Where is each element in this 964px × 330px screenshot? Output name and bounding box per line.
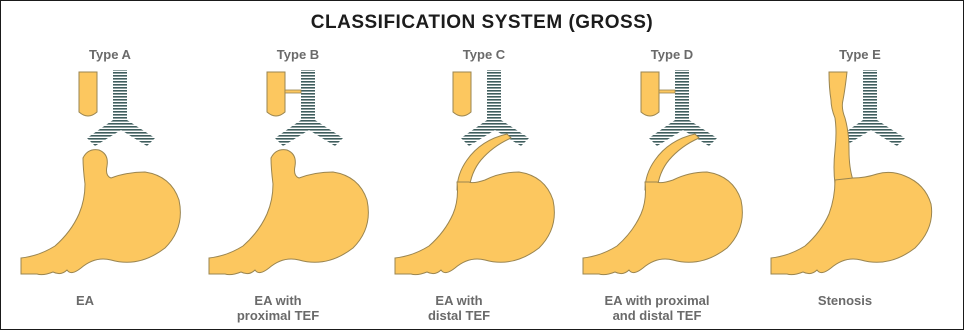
proximal-fistula	[659, 90, 675, 93]
type-b-panel: Type B EA with proximal TEF	[203, 0, 393, 330]
esophagus-with-stenosis	[829, 72, 853, 184]
stomach	[395, 172, 554, 275]
type-d-caption: EA with proximal and distal TEF	[577, 293, 737, 323]
type-b-caption-line-1: EA with	[203, 293, 353, 308]
type-a-panel: Type A EA	[15, 0, 205, 330]
type-b-illustration	[203, 0, 393, 330]
stomach	[209, 150, 368, 275]
stomach	[771, 172, 932, 274]
type-c-illustration	[389, 0, 579, 330]
type-e-caption-line-1: Stenosis	[805, 293, 885, 308]
type-c-panel: Type C EA with distal TEF	[389, 0, 579, 330]
upper-esophageal-pouch	[453, 72, 471, 116]
type-d-caption-line-2: and distal TEF	[577, 308, 737, 323]
type-d-panel: Type D EA with proximal and distal TEF	[577, 0, 767, 330]
type-d-caption-line-1: EA with proximal	[577, 293, 737, 308]
upper-esophageal-pouch	[267, 72, 285, 116]
type-a-caption: EA	[60, 293, 110, 308]
type-e-illustration	[765, 0, 955, 330]
type-c-caption: EA with distal TEF	[389, 293, 529, 323]
type-b-caption: EA with proximal TEF	[203, 293, 353, 323]
type-a-illustration	[15, 0, 205, 330]
type-c-caption-line-2: distal TEF	[389, 308, 529, 323]
type-e-panel: Type E Stenosis	[765, 0, 955, 330]
upper-esophageal-pouch	[641, 72, 659, 116]
type-a-caption-line-1: EA	[60, 293, 110, 308]
type-b-caption-line-2: proximal TEF	[203, 308, 353, 323]
type-c-caption-line-1: EA with	[389, 293, 529, 308]
stomach	[583, 172, 742, 275]
type-d-illustration	[577, 0, 767, 330]
type-e-caption: Stenosis	[805, 293, 885, 308]
upper-esophageal-pouch	[79, 72, 97, 116]
proximal-fistula	[285, 90, 301, 93]
stomach	[21, 150, 180, 275]
